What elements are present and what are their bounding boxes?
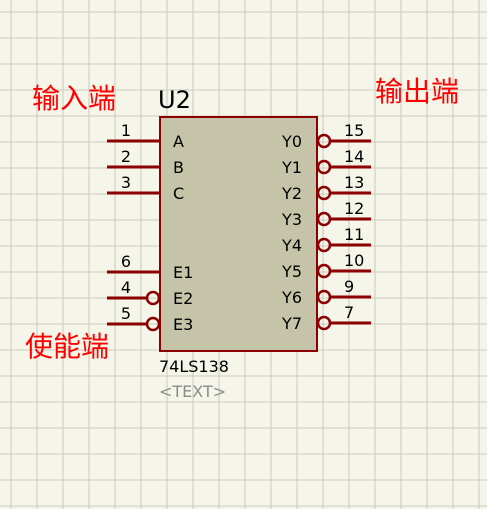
pin-name: Y3 [281,210,302,229]
pin-name: Y7 [281,314,302,333]
component-reference: U2 [158,86,191,114]
pin-number: 6 [121,252,131,271]
pin-e3[interactable]: 5E3 [107,304,193,334]
inversion-bubble [316,289,332,305]
pin-name: E3 [173,315,193,334]
pin-name: Y1 [281,158,302,177]
input-annotation: 输入端 [32,82,116,115]
pin-number: 7 [344,303,354,322]
pin-name: Y6 [281,288,302,307]
pin-number: 2 [121,147,131,166]
pin-number: 15 [344,121,364,140]
component-body[interactable] [159,116,318,352]
pin-number: 10 [344,251,364,270]
pin-number: 3 [121,173,131,192]
component-value-placeholder: <TEXT> [159,382,226,401]
pin-name: Y4 [281,236,302,255]
inversion-bubble [316,263,332,279]
inversion-bubble [145,290,161,306]
pin-name: E1 [173,263,193,282]
pin-number: 9 [344,277,354,296]
pin-c[interactable]: 3C [107,173,184,203]
enable-annotation: 使能端 [25,330,109,363]
pin-number: 11 [344,225,364,244]
pin-name: E2 [173,289,193,308]
inversion-bubble [316,211,332,227]
pin-b[interactable]: 2B [107,147,184,177]
pin-name: B [173,158,184,177]
inversion-bubble [316,133,332,149]
pin-a[interactable]: 1A [107,121,184,151]
pin-number: 5 [121,304,131,323]
inversion-bubble [316,185,332,201]
pin-name: A [173,132,184,151]
pin-name: Y2 [281,184,302,203]
pin-name: C [173,184,184,203]
output-annotation: 输出端 [375,75,459,108]
pin-y7[interactable]: 7Y7 [281,303,371,333]
component-part-name: 74LS138 [159,357,229,376]
pin-number: 4 [121,278,131,297]
inversion-bubble [316,315,332,331]
pin-number: 13 [344,173,364,192]
pin-y6[interactable]: 9Y6 [281,277,371,307]
pin-e2[interactable]: 4E2 [107,278,193,308]
inversion-bubble [316,159,332,175]
pin-name: Y0 [281,132,302,151]
pin-e1[interactable]: 6E1 [107,252,193,282]
pin-number: 1 [121,121,131,140]
pin-name: Y5 [281,262,302,281]
inversion-bubble [316,237,332,253]
pin-number: 12 [344,199,364,218]
inversion-bubble [145,316,161,332]
pin-number: 14 [344,147,364,166]
